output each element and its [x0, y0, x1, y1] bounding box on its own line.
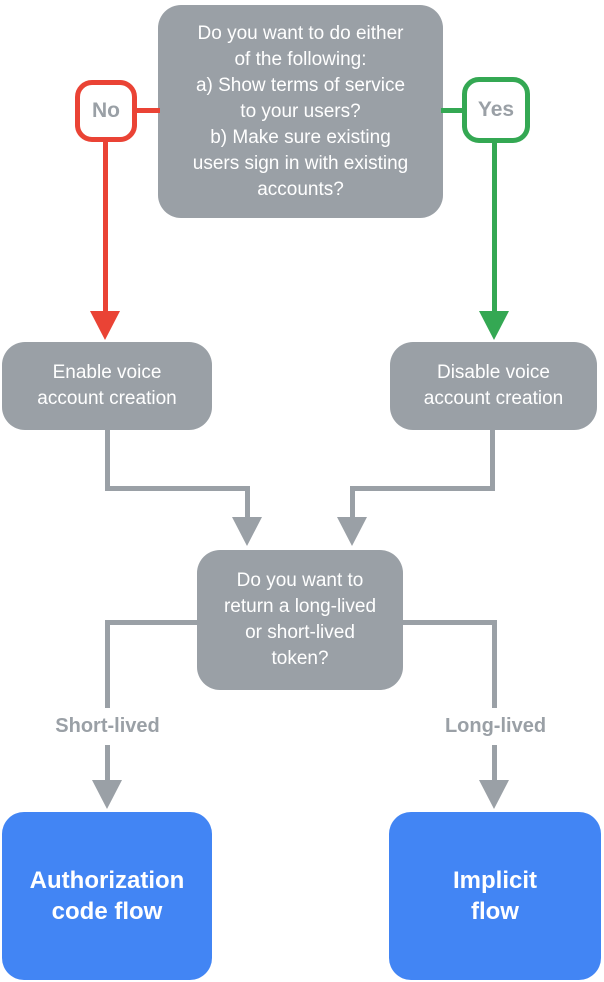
edge-enable-to-token-segment-1 [105, 430, 110, 491]
green-arrowhead-down-icon [479, 311, 509, 340]
node-question-token-lifetime: Do you want to return a long-lived or sh… [197, 550, 403, 690]
edge-long-lived-horizontal-line [403, 620, 495, 625]
edge-label-short-lived-text: Short-lived [55, 715, 160, 737]
node-question-terms-of-service: Do you want to do either of the followin… [158, 5, 443, 218]
edge-yes-horizontal-line [441, 108, 464, 113]
node-question-token-lifetime-text: Do you want to return a long-lived or sh… [223, 570, 377, 669]
edge-yes-vertical-line [492, 140, 497, 312]
edge-disable-to-token-segment-3 [350, 486, 355, 519]
node-implicit-flow: Implicit flow [389, 812, 601, 980]
edge-no-vertical-line [103, 139, 108, 312]
edge-enable-to-token-segment-2 [105, 486, 250, 491]
node-authorization-code-flow: Authorization code flow [2, 812, 212, 980]
node-question-terms-of-service-text: Do you want to do either of the followin… [192, 22, 409, 200]
red-arrowhead-down-icon [90, 311, 120, 340]
badge-no: No [75, 80, 137, 142]
edge-long-lived-vertical-line [492, 620, 497, 782]
node-enable-voice-account-creation: Enable voice account creation [2, 342, 212, 430]
edge-label-long-lived: Long-lived [411, 708, 580, 745]
gray-arrowhead-down-icon [232, 517, 262, 546]
badge-yes-label: Yes [477, 98, 515, 121]
gray-arrowhead-down-icon [479, 780, 509, 809]
node-disable-voice-account-creation: Disable voice account creation [390, 342, 597, 430]
node-enable-text: Enable voice account creation [37, 362, 177, 409]
node-disable-text: Disable voice account creation [423, 362, 564, 409]
gray-arrowhead-down-icon [92, 780, 122, 809]
badge-yes: Yes [462, 77, 530, 143]
edge-short-lived-vertical-line [105, 620, 110, 782]
node-implicit-flow-text: Implicit flow [452, 867, 537, 925]
edge-label-short-lived: Short-lived [23, 708, 192, 745]
badge-no-label: No [92, 99, 120, 122]
edge-disable-to-token-segment-2 [350, 486, 495, 491]
edge-no-horizontal-line [134, 108, 160, 113]
edge-short-lived-horizontal-line [105, 620, 197, 625]
edge-enable-to-token-segment-3 [245, 486, 250, 519]
node-authorization-code-flow-text: Authorization code flow [29, 867, 185, 925]
edge-label-long-lived-text: Long-lived [444, 715, 547, 737]
gray-arrowhead-down-icon [337, 517, 367, 546]
edge-disable-to-token-segment-1 [490, 430, 495, 491]
